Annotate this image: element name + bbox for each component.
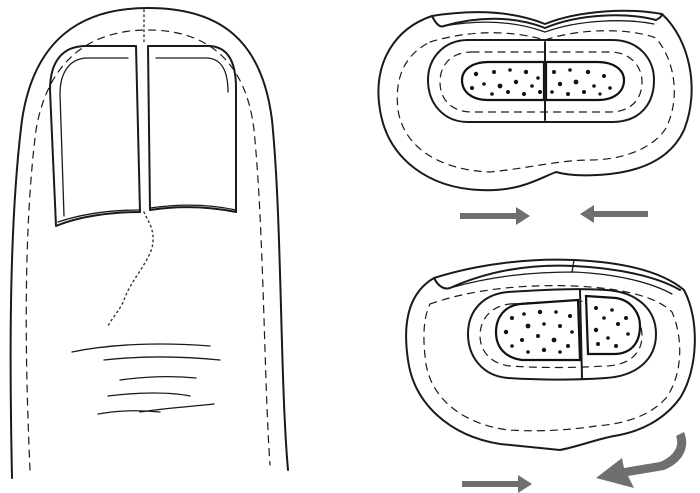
skin-crease: [140, 404, 214, 412]
bone-right-fragment: [586, 296, 640, 354]
compression-arrows: [460, 205, 648, 225]
finger-dorsal-view: [11, 8, 288, 478]
split-line-dotted: [108, 212, 153, 326]
bone-left-fragment: [496, 300, 580, 360]
bone-right-fragment: [546, 62, 624, 100]
cross-section-aligned: [378, 11, 691, 190]
arrow-left-icon: [580, 205, 648, 223]
skin-crease: [98, 411, 160, 414]
bone-left-fragment: [462, 62, 544, 100]
right-nail-half: [148, 46, 236, 212]
arrow-right-icon: [462, 475, 532, 493]
curved-rotation-arrow-icon: [596, 432, 686, 488]
rotation-arrows: [462, 432, 686, 493]
skin-crease: [108, 393, 190, 396]
skin-crease: [72, 344, 210, 352]
fracture-line: [580, 290, 582, 378]
skin-crease: [120, 377, 196, 380]
skin-crease: [104, 357, 220, 360]
arrow-right-icon: [460, 207, 530, 225]
left-nail-inner-line: [60, 58, 128, 216]
cross-section-rotated: [406, 260, 695, 450]
right-nail-inner-line: [156, 58, 228, 92]
